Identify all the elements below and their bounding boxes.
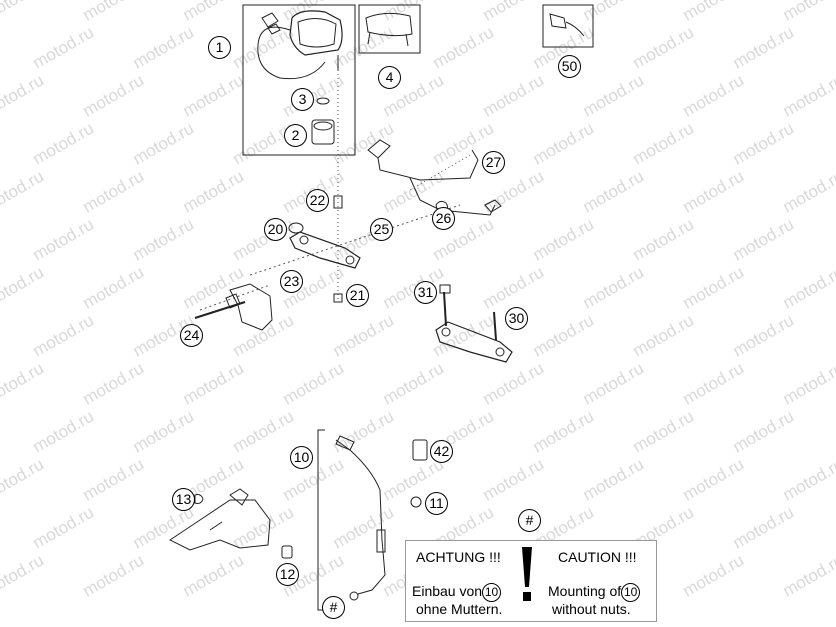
part-42-clip — [412, 439, 428, 461]
callout-3: 3 — [291, 88, 314, 111]
callout-2: 2 — [284, 124, 307, 147]
part-triple-clamp — [289, 231, 361, 269]
callout-21: 21 — [346, 284, 369, 307]
part-10-cable — [335, 439, 386, 595]
group-box-speedometer — [242, 4, 356, 156]
part-31-bolt — [443, 291, 447, 327]
callout-12: 12 — [276, 563, 299, 586]
note-right-line2: without nuts. — [552, 601, 631, 617]
note-right-line1: Mounting of 10 — [548, 583, 641, 602]
callout-27: 27 — [482, 151, 505, 174]
part-24-bolt — [194, 301, 246, 319]
part-27-bracket — [367, 139, 391, 159]
speedometer-housing — [289, 10, 343, 56]
callout-31: 31 — [414, 281, 437, 304]
callout-22: 22 — [306, 189, 329, 212]
callout-hash-note: # — [518, 509, 541, 532]
part-11-nut — [410, 496, 422, 508]
callout-4: 4 — [378, 66, 401, 89]
callout-24: 24 — [180, 324, 203, 347]
group-box-part-4 — [358, 4, 421, 54]
exclamation-icon — [522, 547, 532, 601]
note-left-line2: ohne Muttern. — [416, 601, 503, 617]
callout-25: 25 — [370, 218, 393, 241]
callout-hash-cable: # — [322, 596, 345, 619]
callout-10: 10 — [290, 446, 313, 469]
part-triple-clamp-upper — [435, 321, 513, 363]
note-right-line1-prefix: Mounting of — [548, 583, 622, 599]
part-22-spacer — [333, 195, 343, 209]
callout-26: 26 — [432, 207, 455, 230]
group-box-part-50 — [542, 4, 594, 48]
callout-13: 13 — [172, 488, 195, 511]
callout-23: 23 — [280, 270, 303, 293]
part-23-bracket — [229, 283, 273, 331]
part-2-cup — [311, 119, 335, 145]
callout-30: 30 — [505, 307, 528, 330]
note-left-title: ACHTUNG !!! — [416, 549, 501, 565]
note-left-line1-prefix: Einbau von — [412, 583, 483, 599]
note-right-title: CAUTION !!! — [558, 549, 637, 565]
part-12-bushing — [281, 545, 293, 559]
part-4-cover — [365, 12, 413, 37]
part-20-nut — [288, 222, 304, 234]
part-50-connector — [549, 13, 567, 29]
callout-1: 1 — [208, 36, 231, 59]
callout-50: 50 — [558, 55, 581, 78]
note-left-ref: 10 — [482, 583, 502, 602]
part-30-bolt — [493, 311, 497, 341]
note-left-line1: Einbau von 10 — [412, 583, 502, 602]
speedometer-wiring — [257, 26, 326, 80]
group-bracket-cable — [317, 429, 325, 611]
note-right-ref: 10 — [621, 583, 641, 602]
part-21-bolt — [333, 293, 343, 303]
part-13-bracket — [169, 499, 271, 551]
callout-11: 11 — [425, 492, 448, 515]
part-3-ring — [316, 97, 330, 105]
callout-42: 42 — [430, 440, 453, 463]
callout-20: 20 — [264, 218, 287, 241]
